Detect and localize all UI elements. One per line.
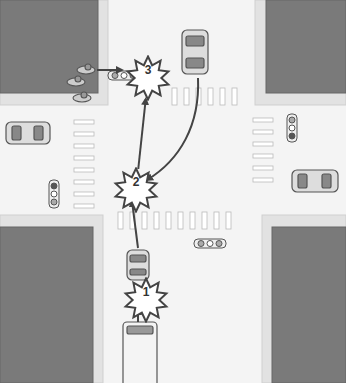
starburst-shape bbox=[125, 55, 171, 101]
callout-number: 1 bbox=[123, 277, 169, 307]
callout-number: 3 bbox=[125, 55, 171, 85]
callout-star: 3 bbox=[125, 55, 171, 101]
starburst-shape bbox=[113, 167, 159, 213]
starburst-shape bbox=[123, 277, 169, 323]
callout-number: 2 bbox=[113, 167, 159, 197]
callout-star: 1 bbox=[123, 277, 169, 323]
callout-star: 2 bbox=[113, 167, 159, 213]
path-arrow bbox=[138, 99, 146, 169]
